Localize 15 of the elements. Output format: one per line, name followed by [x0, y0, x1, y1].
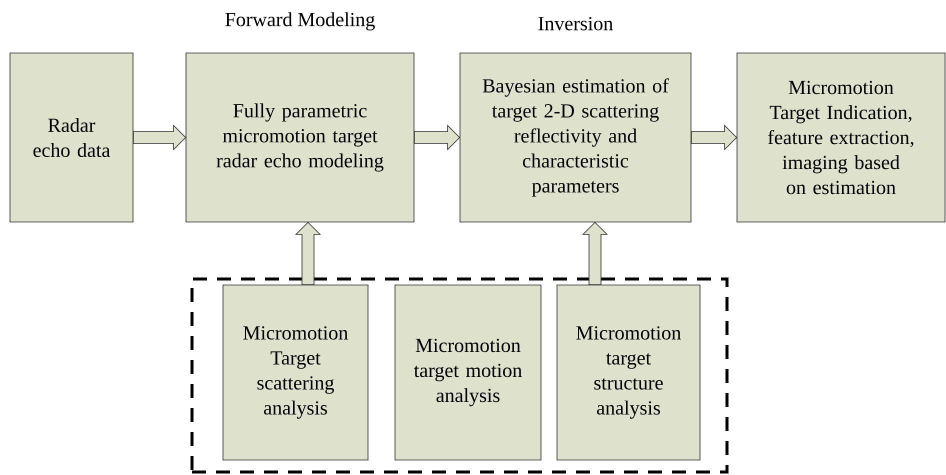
block-arrow	[582, 222, 608, 285]
stage-heading: Forward Modeling	[225, 12, 375, 30]
stage-heading: Inversion	[538, 16, 613, 30]
block-arrow	[133, 124, 186, 150]
process-box: Micromotion Target Indication, feature extraction, imaging based on estimation	[736, 52, 946, 222]
block-arrow	[414, 124, 460, 150]
dashed-group-frame	[190, 278, 728, 474]
process-box: Micromotion target motion analysis	[394, 284, 542, 460]
process-box: Bayesian estimation of target 2-D scattering reflectivity and characteristic parameters	[460, 52, 692, 222]
process-box: Micromotion Target scattering analysis	[222, 284, 368, 460]
process-box: Radar echo data	[10, 52, 134, 222]
process-box: Micromotion target structure analysis	[556, 284, 700, 460]
process-box: Fully parametric micromotion target radar echo modeling	[186, 52, 414, 222]
block-arrow	[691, 124, 738, 150]
block-arrow	[295, 222, 321, 285]
